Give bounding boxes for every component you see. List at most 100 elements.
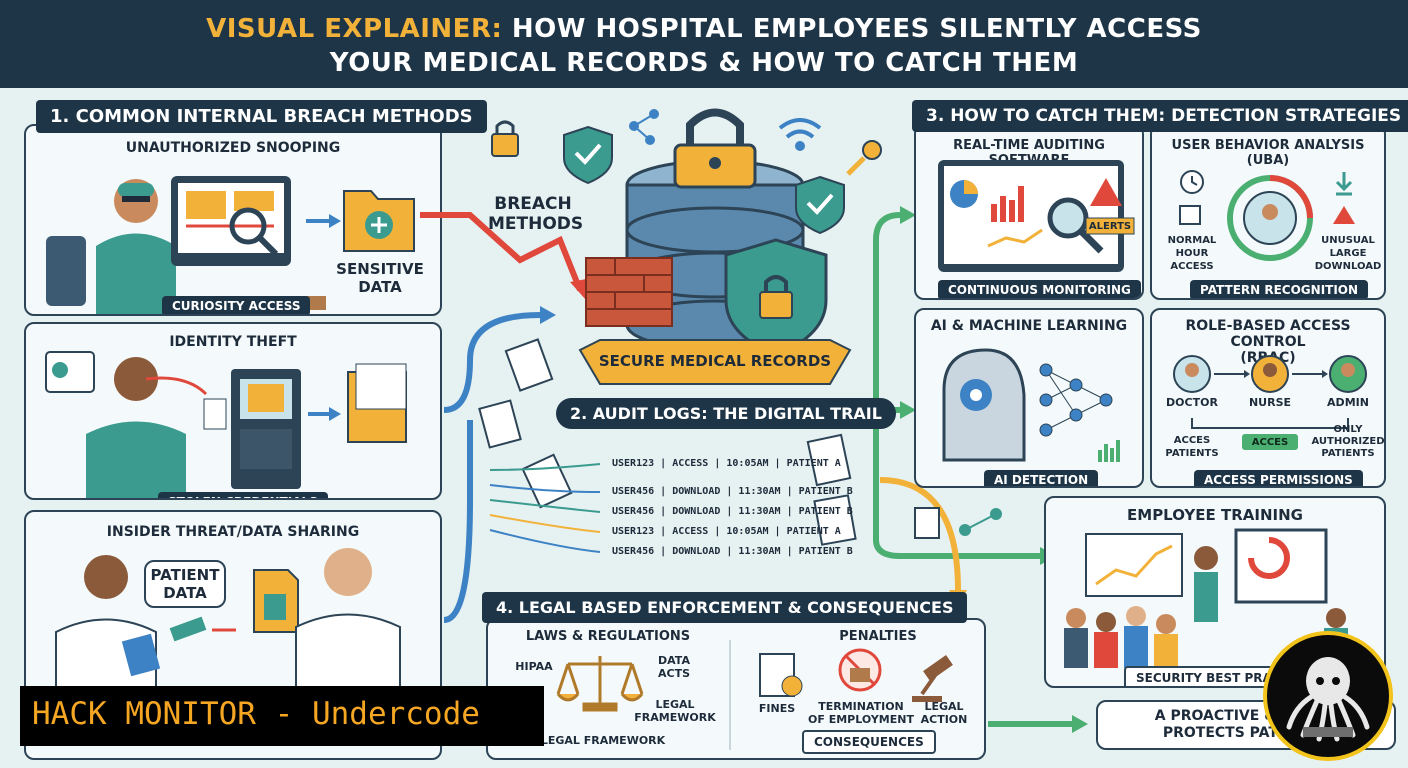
large-label: LARGE: [1329, 248, 1367, 259]
uba-title: USER BEHAVIOR ANALYSIS (UBA): [1171, 138, 1365, 168]
doc-small-icon: [914, 507, 940, 539]
small-lock-icon: [491, 133, 519, 157]
insider-title: INSIDER THREAT/DATA SHARING: [106, 524, 360, 540]
trainer-icon: [1194, 546, 1218, 570]
snooping-title: UNAUTHORIZED SNOOPING: [125, 140, 341, 156]
breach-label: BREACH: [494, 194, 572, 214]
neural-network-icon: [1039, 363, 1113, 437]
scales-icon: [556, 656, 644, 712]
section4-header: 4. LEGAL BASED ENFORCEMENT & CONSEQUENCE…: [482, 592, 968, 623]
flow-arrow-1: [443, 312, 541, 413]
firewall-icon: [585, 257, 673, 327]
identity-illustration: [45, 351, 407, 498]
uba-illustration: [1179, 170, 1355, 261]
training-illustration: [1064, 528, 1348, 668]
mini-bars-icon: [1098, 440, 1120, 462]
doctor-right-icon: [324, 548, 372, 596]
key-icon: [846, 140, 882, 176]
acces-patients-label: ACCES PATIENTS: [1160, 434, 1224, 460]
audit-logs-header: 2. AUDIT LOGS: THE DIGITAL TRAIL: [556, 398, 896, 429]
sensitive-label: SENSITIVE: [336, 260, 424, 278]
legal-fw-line-2: FRAMEWORK: [634, 711, 716, 724]
magnifier-icon: [1047, 197, 1089, 239]
bubble-data: DATA: [163, 584, 207, 602]
doctor-label: DOCTOR: [1166, 396, 1218, 409]
bubble-patient: PATIENT: [150, 566, 220, 584]
acces-label: ACCES: [1173, 435, 1211, 446]
log-entry: USER456 | DOWNLOAD | 11:30AM | PATIENT B: [612, 546, 853, 557]
audit-trail-lines: [489, 463, 601, 553]
thief-person-icon: [114, 357, 158, 401]
log-entry: USER123 | ACCESS | 10:05AM | PATIENT A: [612, 526, 841, 537]
rbac-panel: ROLE-BASED ACCESS CONTROL(RBAC) DOCTOR N…: [1150, 308, 1386, 488]
termination-line-1: TERMINATION: [818, 700, 904, 713]
padlock-icon: [673, 108, 757, 189]
termination-line-2: OF EMPLOYMENT: [808, 713, 914, 726]
log-entry: USER123 | ACCESS | 10:05AM | PATIENT A: [612, 458, 841, 469]
acces-badge: [1242, 434, 1298, 450]
title-rest: HOW HOSPITAL EMPLOYEES SILENTLY ACCESS: [502, 14, 1202, 44]
flow-arrow-2: [443, 420, 473, 623]
curiosity-access-pill: CURIOSITY ACCESS: [162, 296, 311, 314]
data-label: DATA: [358, 278, 402, 296]
legal-action-line-1: LEGAL: [924, 700, 964, 713]
hour-label: HOUR: [1175, 248, 1209, 259]
continuous-monitoring-pill: CONTINUOUS MONITORING: [938, 280, 1141, 298]
access-label: ACCESS: [1170, 261, 1214, 272]
rbac-title-line-1: ROLE-BASED ACCESS CONTROL: [1185, 318, 1351, 350]
no-employment-icon: [838, 648, 882, 692]
ai-title: AI & MACHINE LEARNING: [930, 318, 1128, 334]
rbac-title: ROLE-BASED ACCESS CONTROL(RBAC): [1152, 318, 1384, 366]
patients-label: PATIENTS: [1165, 448, 1219, 459]
download-label: DOWNLOAD: [1314, 261, 1382, 272]
calendar-icon: [1179, 205, 1201, 225]
legal-framework-bottom: LEGAL FRAMEWORK: [540, 734, 666, 747]
acces-badge-label: ACCES: [1251, 437, 1289, 448]
access-permissions-pill: ACCESS PERMISSIONS: [1194, 470, 1363, 486]
title-accent: VISUAL EXPLAINER:: [206, 14, 503, 44]
normal-label: NORMAL: [1167, 235, 1217, 246]
data-acts-line-2: ACTS: [657, 667, 690, 680]
octopus-icon: [1286, 657, 1370, 742]
shield-lock-icon: [724, 238, 828, 357]
download-icon: [1335, 172, 1353, 196]
ai-illustration: [942, 348, 1120, 462]
page-title-line-1: VISUAL EXPLAINER: HOW HOSPITAL EMPLOYEES…: [0, 12, 1408, 46]
ai-panel: AI & MACHINE LEARNING AI DETECTION: [914, 308, 1144, 488]
log-entry: USER456 | DOWNLOAD | 11:30AM | PATIENT B: [612, 506, 853, 517]
authorized-label: AUTHORIZED: [1311, 436, 1385, 447]
alert-icon: [1333, 206, 1355, 224]
database-icon: [625, 159, 805, 351]
flow-arrow-6: [879, 477, 961, 591]
hipaa-label: HIPAA: [515, 660, 553, 673]
log-entry: USER456 | DOWNLOAD | 11:30AM | PATIENT B: [612, 486, 853, 497]
identity-title: IDENTITY THEFT: [169, 334, 297, 350]
rbac-illustration: [1173, 355, 1367, 450]
doctor-left-icon: [84, 555, 128, 599]
network-node-icon: [629, 109, 659, 145]
auth-patients-label: PATIENTS: [1321, 448, 1375, 459]
bar-chart-icon: [991, 186, 1024, 222]
insider-illustration: [55, 548, 401, 693]
uba-panel: USER BEHAVIOR ANALYSIS (UBA) NORMAL HOUR A…: [1150, 124, 1386, 300]
auditing-illustration: [938, 160, 1135, 272]
chart-board-icon: [1085, 533, 1183, 597]
legal-illustration: [556, 640, 953, 750]
auditing-panel: REAL-TIME AUDITING SOFTWARE ALERTS CONTI…: [914, 124, 1144, 300]
data-acts-line-1: DATA: [658, 654, 690, 667]
watermark-banner: HACK MONITOR - Undercode: [20, 686, 544, 746]
legal-fw-line-1: LEGAL: [655, 698, 695, 711]
only-label: ONLY: [1333, 424, 1363, 435]
magnifier-icon: [229, 207, 267, 245]
wifi-icon: [778, 118, 822, 151]
octopus-logo: [1263, 631, 1393, 761]
shield-check-icon-right: [795, 175, 845, 235]
id-badge-icon: [45, 351, 95, 393]
